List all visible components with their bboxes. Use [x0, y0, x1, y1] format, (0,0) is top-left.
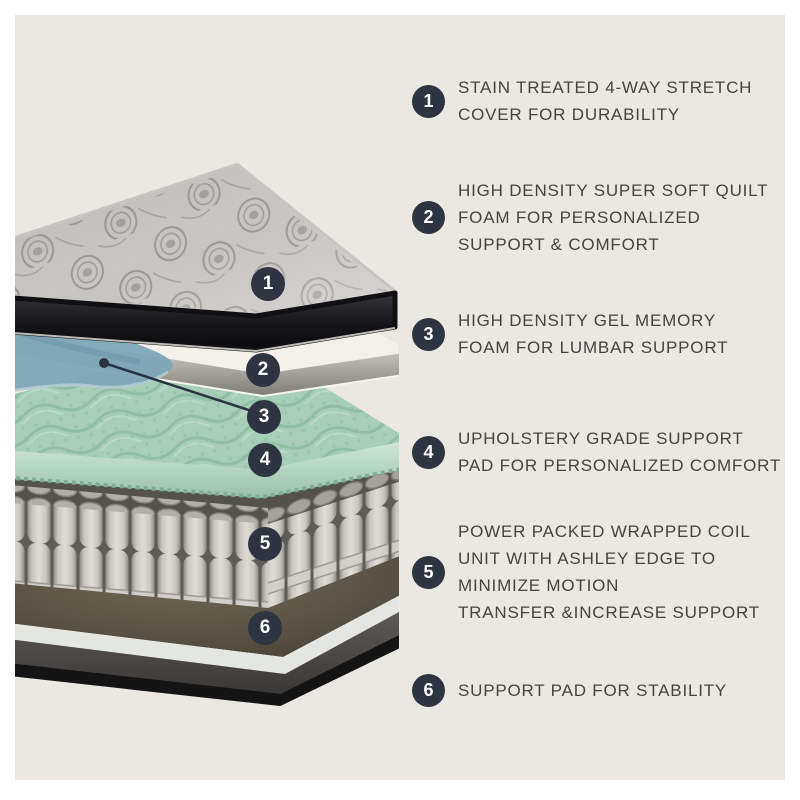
- legend-line: UPHOLSTERY GRADE SUPPORT: [458, 429, 744, 448]
- legend-line: TRANSFER &INCREASE SUPPORT: [458, 603, 760, 622]
- quilt-cover-layer: [15, 163, 398, 353]
- legend-marker-4: 4: [412, 435, 445, 469]
- legend-line: HIGH DENSITY GEL MEMORY: [458, 311, 717, 330]
- legend-marker-6: 6: [412, 674, 445, 707]
- layer-marker-3: 3: [247, 400, 281, 434]
- legend-line: SUPPORT PAD FOR STABILITY: [458, 681, 728, 700]
- layer-marker-1: 1: [251, 267, 285, 301]
- legend-text-5: POWER PACKED WRAPPED COIL UNIT WITH ASHL…: [458, 518, 760, 626]
- legend-line: FOAM FOR LUMBAR SUPPORT: [458, 338, 729, 357]
- legend-line: COVER FOR DURABILITY: [458, 105, 680, 124]
- legend-text-6: SUPPORT PAD FOR STABILITY: [458, 677, 727, 704]
- legend-text-1: STAIN TREATED 4-WAY STRETCH COVER FOR DU…: [458, 74, 752, 128]
- leader-dot: [99, 358, 109, 368]
- legend-line: MINIMIZE MOTION: [458, 576, 620, 595]
- legend-line: FOAM FOR PERSONALIZED: [458, 208, 701, 227]
- legend-marker-1: 1: [412, 84, 445, 118]
- layer-marker-6: 6: [248, 611, 282, 645]
- legend-line: UNIT WITH ASHLEY EDGE TO: [458, 549, 716, 568]
- leader-line: [99, 358, 259, 415]
- legend-item-6: 6 SUPPORT PAD FOR STABILITY: [412, 674, 727, 707]
- legend-line: STAIN TREATED 4-WAY STRETCH: [458, 78, 753, 97]
- legend-text-2: HIGH DENSITY SUPER SOFT QUILT FOAM FOR P…: [458, 177, 768, 258]
- legend-item-4: 4 UPHOLSTERY GRADE SUPPORT PAD FOR PERSO…: [412, 425, 781, 479]
- legend-item-2: 2 HIGH DENSITY SUPER SOFT QUILT FOAM FOR…: [412, 177, 768, 258]
- layer-marker-5: 5: [248, 527, 282, 561]
- legend-line: PAD FOR PERSONALIZED COMFORT: [458, 456, 782, 475]
- support-pad-layer: [15, 334, 399, 500]
- legend-line: HIGH DENSITY SUPER SOFT QUILT: [458, 181, 769, 200]
- layer-marker-4: 4: [248, 443, 282, 477]
- legend-marker-3: 3: [412, 317, 445, 351]
- legend-item-3: 3 HIGH DENSITY GEL MEMORY FOAM FOR LUMBA…: [412, 307, 728, 361]
- legend-marker-2: 2: [412, 201, 445, 234]
- legend-text-3: HIGH DENSITY GEL MEMORY FOAM FOR LUMBAR …: [458, 307, 728, 361]
- legend-text-4: UPHOLSTERY GRADE SUPPORT PAD FOR PERSONA…: [458, 425, 781, 479]
- legend-item-5: 5 POWER PACKED WRAPPED COIL UNIT WITH AS…: [412, 518, 760, 626]
- legend-marker-5: 5: [412, 555, 445, 589]
- layer-marker-2: 2: [246, 353, 280, 387]
- legend-line: POWER PACKED WRAPPED COIL: [458, 522, 751, 541]
- legend-line: SUPPORT & COMFORT: [458, 235, 660, 254]
- legend-item-1: 1 STAIN TREATED 4-WAY STRETCH COVER FOR …: [412, 74, 752, 128]
